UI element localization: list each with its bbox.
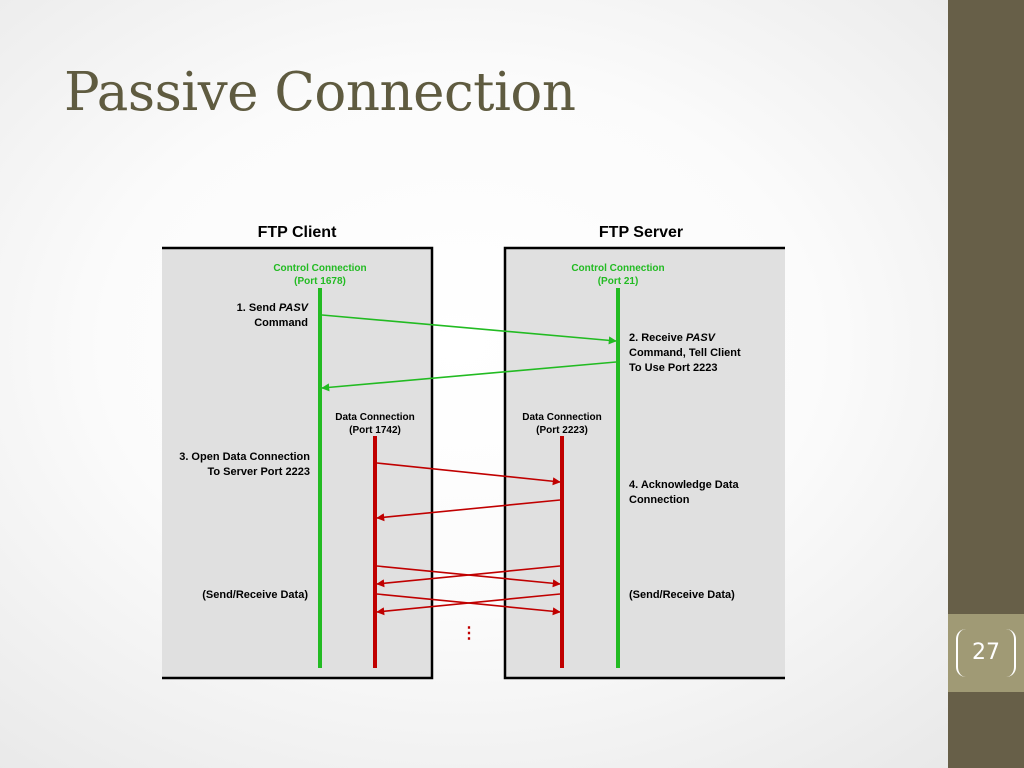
- step2-line2: Command, Tell Client: [629, 347, 741, 359]
- client-header: FTP Client: [258, 224, 337, 241]
- step2-em: PASV: [686, 332, 717, 344]
- server-header: FTP Server: [599, 224, 683, 241]
- client-panel: [162, 246, 434, 680]
- step2-prefix: 2. Receive: [629, 332, 686, 344]
- data-open-arrow: [376, 462, 561, 486]
- server-data-port: (Port 2223): [536, 425, 588, 436]
- step4-line1: 4. Acknowledge Data: [629, 479, 740, 491]
- page-number: 27: [972, 640, 1000, 665]
- pasv-response-arrow: [321, 361, 617, 392]
- step1-prefix: 1. Send: [237, 302, 279, 314]
- step1-line2: Command: [254, 317, 308, 329]
- step1-text: 1. Send PASV: [237, 302, 310, 314]
- step4-line2: Connection: [629, 494, 690, 506]
- server-transfer-label: (Send/Receive Data): [629, 589, 735, 601]
- step2-text: 2. Receive PASV: [629, 332, 717, 344]
- step3-line1: 3. Open Data Connection: [179, 451, 310, 463]
- page-number-box: [948, 614, 1024, 692]
- client-data-label: Data Connection: [335, 412, 414, 423]
- client-data-port: (Port 1742): [349, 425, 401, 436]
- transfer-arrow-4: [376, 593, 561, 616]
- client-transfer-label: (Send/Receive Data): [202, 589, 308, 601]
- server-panel: [503, 246, 785, 680]
- data-ack-arrow: [376, 499, 561, 522]
- step2-line3: To Use Port 2223: [629, 362, 717, 374]
- transfer-arrow-2: [376, 565, 561, 588]
- server-control-label: Control Connection: [571, 263, 664, 274]
- client-control-label: Control Connection: [273, 263, 366, 274]
- slide-title: Passive Connection: [64, 62, 576, 123]
- continuation-dots: ⋮: [461, 625, 477, 642]
- client-control-port: (Port 1678): [294, 276, 346, 287]
- step3-line2: To Server Port 2223: [207, 466, 310, 478]
- server-control-port: (Port 21): [598, 276, 639, 287]
- page-number-bracket: [956, 629, 1016, 677]
- step1-em: PASV: [279, 302, 310, 314]
- pasv-request-arrow: [321, 314, 617, 345]
- server-data-label: Data Connection: [522, 412, 601, 423]
